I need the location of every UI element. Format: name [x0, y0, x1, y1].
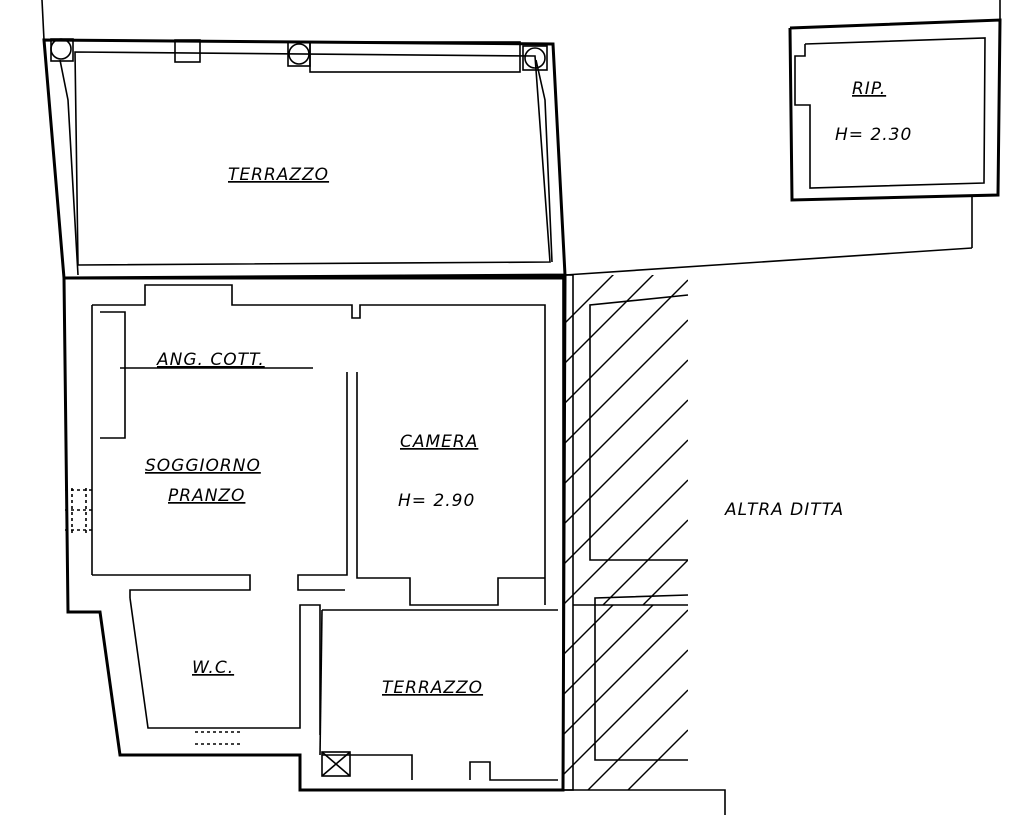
room-label-ang-cott: ANG. COTT. [156, 350, 265, 370]
room-label-soggiorno: SOGGIORNO [145, 456, 261, 476]
column-icon [50, 38, 74, 62]
room-label-rip: RIP. [852, 79, 886, 99]
room-label-terrazzo-bottom: TERRAZZO [382, 678, 483, 698]
camera-height: H= 2.90 [398, 491, 475, 511]
column-icon [524, 47, 546, 69]
rip-height: H= 2.30 [835, 125, 912, 145]
window-icon [65, 488, 95, 535]
room-label-wc: W.C. [192, 658, 234, 678]
plot-boundary [41, 0, 1001, 276]
apartment-walls [62, 276, 567, 792]
storage-room [788, 18, 1002, 202]
column-icon [287, 41, 311, 67]
shaft-icon [321, 751, 351, 777]
hatched-wall [555, 274, 726, 815]
terrace-top [42, 38, 567, 280]
room-label-terrazzo-top: TERRAZZO [228, 165, 329, 185]
column-icon [522, 45, 548, 71]
window-icon [195, 731, 240, 756]
column-icon [288, 43, 310, 65]
room-label-camera: CAMERA [400, 432, 478, 452]
label-altra-ditta: ALTRA DITTA [724, 500, 844, 520]
room-label-pranzo: PRANZO [168, 486, 245, 506]
column-icon [50, 38, 72, 60]
